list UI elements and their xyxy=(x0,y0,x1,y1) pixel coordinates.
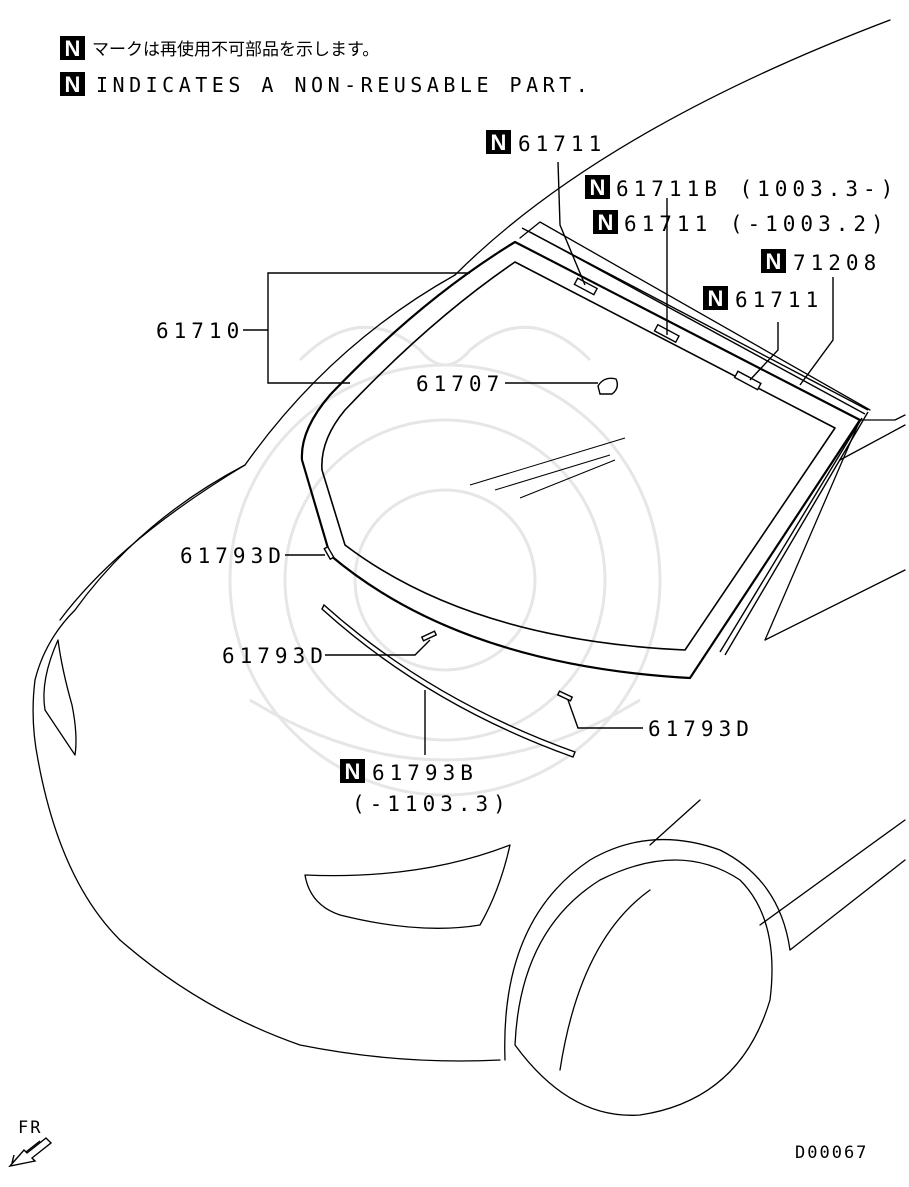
n-mark-icon xyxy=(703,286,728,310)
part-61793D-middle xyxy=(420,630,438,642)
svg-text:(-1103.3): (-1103.3) xyxy=(352,792,511,816)
svg-text:N: N xyxy=(345,759,361,784)
n-mark-icon xyxy=(486,130,511,154)
svg-text:N: N xyxy=(65,36,81,61)
svg-text:61711: 61711 xyxy=(518,132,606,156)
part-61707-mirror-base xyxy=(597,377,619,395)
label-61793D-upper: 61793D xyxy=(180,544,286,568)
watermark-logo xyxy=(228,325,662,797)
part-61711-left xyxy=(573,277,599,296)
leader-lines xyxy=(11,161,834,1164)
n-mark-icon xyxy=(60,72,85,96)
label-61793D-middle: 61793D xyxy=(222,644,328,668)
n-mark-icon xyxy=(761,249,786,273)
svg-text:61793B: 61793B xyxy=(372,761,478,785)
svg-text:N: N xyxy=(65,72,81,97)
label-61710: 61710 xyxy=(156,319,244,343)
callout-61711B: N 61711B (1003.3-) xyxy=(585,175,898,201)
parts-shapes xyxy=(321,277,762,758)
legend-japanese: マークは再使用不可部品を示します。 xyxy=(92,39,379,60)
svg-text:N: N xyxy=(590,175,606,200)
label-61707: 61707 xyxy=(416,372,504,396)
part-61793D-upper xyxy=(323,545,335,561)
n-mark-icon xyxy=(60,36,85,60)
n-mark-icon xyxy=(585,175,610,199)
part-61793D-lower xyxy=(556,690,574,702)
svg-text:N: N xyxy=(708,286,724,311)
callout-61711-right: N 61711 xyxy=(703,286,823,312)
label-61793D-lower: 61793D xyxy=(648,717,754,741)
svg-text:61711B (1003.3-): 61711B (1003.3-) xyxy=(616,177,898,201)
svg-text:61711: 61711 xyxy=(735,288,823,312)
callout-71208: N 71208 xyxy=(761,249,881,275)
fr-arrow-icon xyxy=(8,1137,53,1168)
legend-english: INDICATES A NON-REUSABLE PART. xyxy=(96,73,592,97)
svg-text:N: N xyxy=(766,249,782,274)
svg-text:61711 (-1003.2): 61711 (-1003.2) xyxy=(624,212,889,236)
svg-text:71208: 71208 xyxy=(793,251,881,275)
callout-61711-old: N 61711 (-1003.2) xyxy=(593,210,889,236)
part-61793B-strip xyxy=(321,603,576,758)
svg-text:N: N xyxy=(598,210,614,235)
n-mark-icon xyxy=(593,210,618,234)
n-mark-icon xyxy=(340,759,365,783)
windshield xyxy=(300,227,869,680)
callout-61793B: N 61793B (-1103.3) xyxy=(340,759,511,816)
legend: N マークは再使用不可部品を示します。 N INDICATES A NON-RE… xyxy=(60,36,592,97)
callout-61711-top: N 61711 xyxy=(486,130,606,156)
diagram-id: D00067 xyxy=(795,1143,868,1163)
svg-text:N: N xyxy=(491,130,507,155)
direction-label: FR xyxy=(18,1118,42,1138)
car-body-outline xyxy=(32,19,906,1116)
part-61711-right xyxy=(733,370,762,391)
